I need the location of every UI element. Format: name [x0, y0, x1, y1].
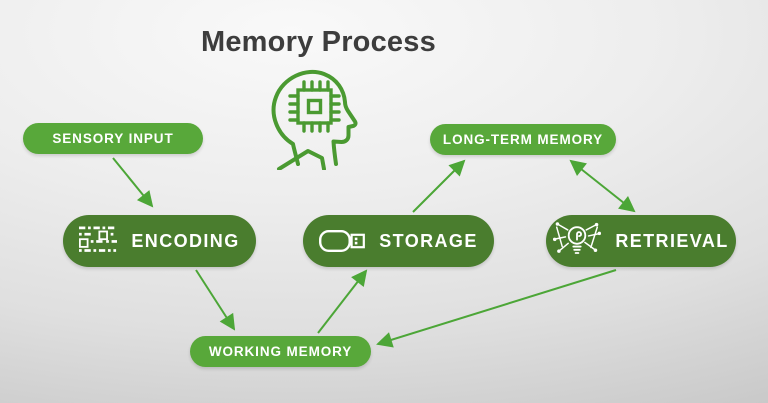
node-label: WORKING MEMORY [208, 344, 353, 359]
head-with-chip-icon [262, 64, 370, 175]
idea-network-icon [553, 221, 602, 261]
node-label: LONG-TERM MEMORY [442, 132, 604, 147]
arrow-encoding-to-working-memory [195, 269, 236, 331]
encoding-matrix-icon [79, 226, 118, 256]
node-sensory-input: SENSORY INPUT [23, 123, 203, 154]
node-label: ENCODING [131, 230, 240, 251]
node-encoding: ENCODING [63, 215, 256, 267]
node-working-memory: WORKING MEMORY [190, 336, 371, 367]
node-label: RETRIEVAL [615, 230, 729, 251]
node-retrieval: RETRIEVAL [546, 215, 736, 267]
node-label: SENSORY INPUT [52, 131, 174, 146]
arrow-storage-to-long-term-memory [412, 159, 466, 213]
arrow-retrieval-to-working-memory [376, 269, 617, 348]
node-label: STORAGE [379, 230, 478, 251]
page-title: Memory Process [201, 26, 436, 58]
node-storage: STORAGE [303, 215, 494, 267]
node-long-term-memory: LONG-TERM MEMORY [430, 124, 616, 155]
arrow-sensory-input-to-encoding [112, 157, 154, 208]
usb-drive-icon [319, 230, 366, 252]
arrow-long-term-memory-retrieval-bidirectional [569, 159, 636, 213]
arrow-working-memory-to-storage [317, 269, 368, 334]
